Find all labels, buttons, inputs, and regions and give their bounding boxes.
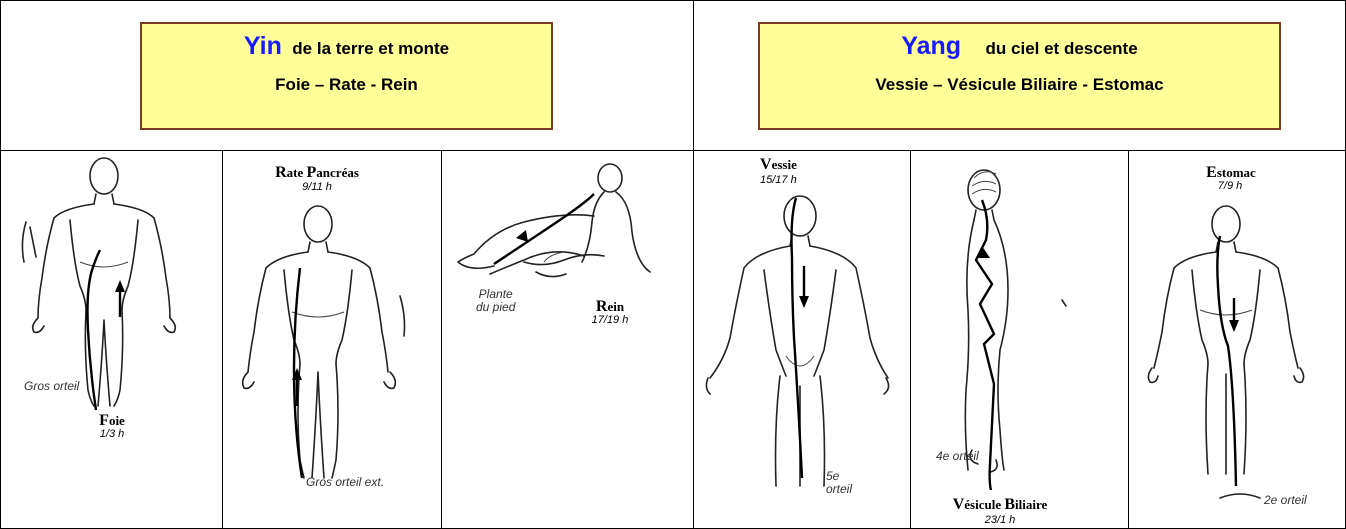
- estomac-note: 2e orteil: [1264, 494, 1307, 507]
- vessie-note: 5e orteil: [826, 470, 852, 496]
- divider-col4: [910, 150, 911, 529]
- estomac-label: Estomac: [1196, 164, 1266, 182]
- estomac-meridian-figure: [1130, 196, 1344, 506]
- rein-label: Rein: [580, 298, 640, 316]
- yin-keyword: Yin: [244, 32, 282, 60]
- rein-hours: 17/19 h: [580, 314, 640, 326]
- divider-col5: [1128, 150, 1129, 529]
- rein-meridian-figure: [444, 152, 674, 292]
- yin-organs: Foie – Rate - Rein: [142, 75, 551, 95]
- yang-banner: Yang du ciel et descente Vessie – Vésicu…: [758, 22, 1281, 130]
- vesicule-note: 4e orteil: [936, 450, 979, 463]
- foie-label: Foie: [82, 412, 142, 430]
- vesicule-meridian-figure: [912, 160, 1126, 490]
- divider-header: [0, 150, 1346, 151]
- rein-note-plante: Plante du pied: [476, 288, 515, 314]
- rate-meridian-figure: [224, 196, 439, 496]
- vessie-label: Vessie: [760, 156, 830, 174]
- yang-subtitle: du ciel et descente: [986, 39, 1138, 58]
- divider-yin-yang: [693, 0, 694, 529]
- yin-subtitle: de la terre et monte: [292, 39, 449, 58]
- vessie-hours: 15/17 h: [760, 174, 820, 186]
- rate-hours: 9/11 h: [282, 181, 352, 193]
- rate-note: Gros orteil ext.: [306, 476, 384, 489]
- yang-organs: Vessie – Vésicule Biliaire - Estomac: [760, 75, 1279, 95]
- estomac-hours: 7/9 h: [1200, 180, 1260, 192]
- divider-col1: [222, 150, 223, 529]
- foie-meridian-figure: [0, 152, 220, 412]
- vesicule-hours: 23/1 h: [970, 514, 1030, 526]
- vessie-meridian-figure: [696, 186, 908, 506]
- foie-note: Gros orteil: [24, 380, 79, 393]
- yang-keyword: Yang: [901, 32, 961, 60]
- divider-col2: [441, 150, 442, 529]
- yin-banner: Yin de la terre et monte Foie – Rate - R…: [140, 22, 553, 130]
- foie-hours: 1/3 h: [82, 428, 142, 440]
- rate-label: Rate Pancréas: [252, 164, 382, 182]
- vesicule-label: Vésicule Biliaire: [930, 496, 1070, 514]
